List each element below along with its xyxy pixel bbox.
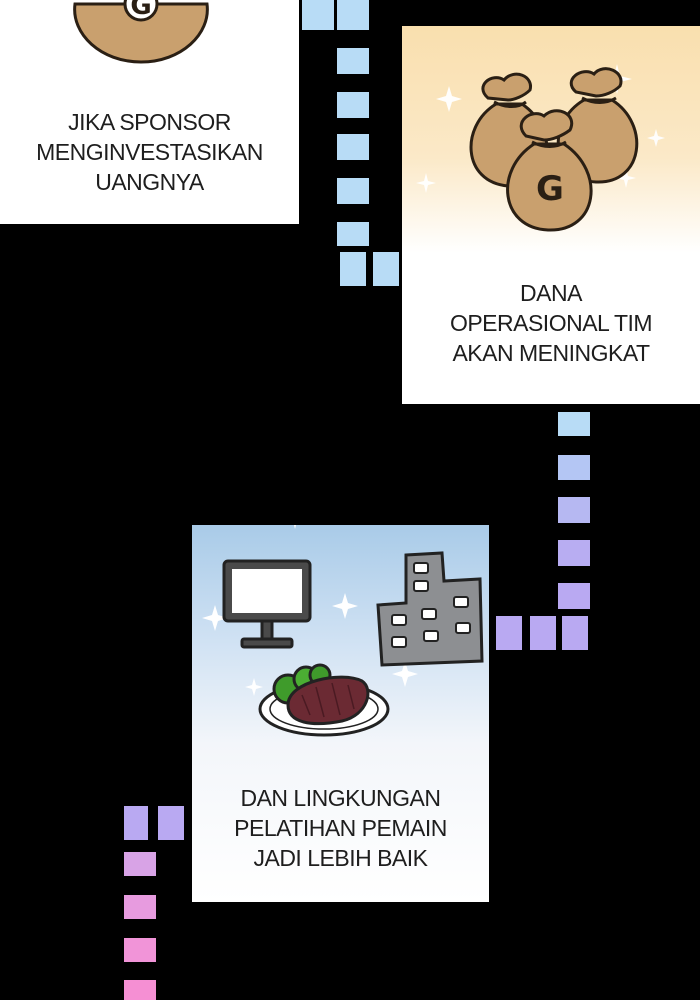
path-square — [340, 252, 366, 286]
caption-training-environment: DAN LINGKUNGAN PELATIHAN PEMAIN JADI LEB… — [234, 785, 447, 871]
money-bags-icon: G — [416, 64, 665, 232]
steak-plate-icon — [258, 663, 390, 737]
money-bag-icon: G — [73, 0, 209, 64]
path-square — [124, 852, 156, 876]
caption-sponsor-invest: JIKA SPONSOR MENGINVESTASIKAN UANGNYA — [36, 109, 263, 195]
path-square — [558, 455, 590, 480]
path-square — [124, 938, 156, 962]
path-square — [337, 92, 369, 118]
path-square — [337, 222, 369, 246]
path-square — [302, 0, 334, 30]
bag-letter: G — [130, 0, 151, 21]
path-square — [337, 0, 369, 30]
path-square — [558, 412, 590, 436]
panel-team-funds: G DANA OPERASIONAL TIM AKAN MENINGKAT — [402, 26, 700, 404]
path-square — [124, 806, 148, 840]
path-square — [530, 616, 556, 650]
monitor-icon — [222, 559, 312, 649]
path-square — [558, 583, 590, 609]
path-square — [558, 497, 590, 523]
path-square — [562, 616, 588, 650]
path-square — [337, 178, 369, 204]
path-square — [124, 895, 156, 919]
caption-team-funds: DANA OPERASIONAL TIM AKAN MENINGKAT — [449, 280, 653, 366]
panel-sponsor-invest: G JIKA SPONSOR MENGINVESTASIKAN UANGNYA — [0, 0, 299, 224]
building-icon — [376, 551, 484, 667]
path-square — [373, 252, 399, 286]
path-square — [124, 980, 156, 1000]
path-square — [558, 540, 590, 566]
path-square — [496, 616, 522, 650]
path-square — [337, 48, 369, 74]
scene-illustration — [202, 525, 484, 737]
path-square — [337, 134, 369, 160]
panel-training-environment: DAN LINGKUNGAN PELATIHAN PEMAIN JADI LEB… — [192, 525, 489, 902]
path-square — [158, 806, 184, 840]
bag-letter: G — [536, 169, 564, 209]
